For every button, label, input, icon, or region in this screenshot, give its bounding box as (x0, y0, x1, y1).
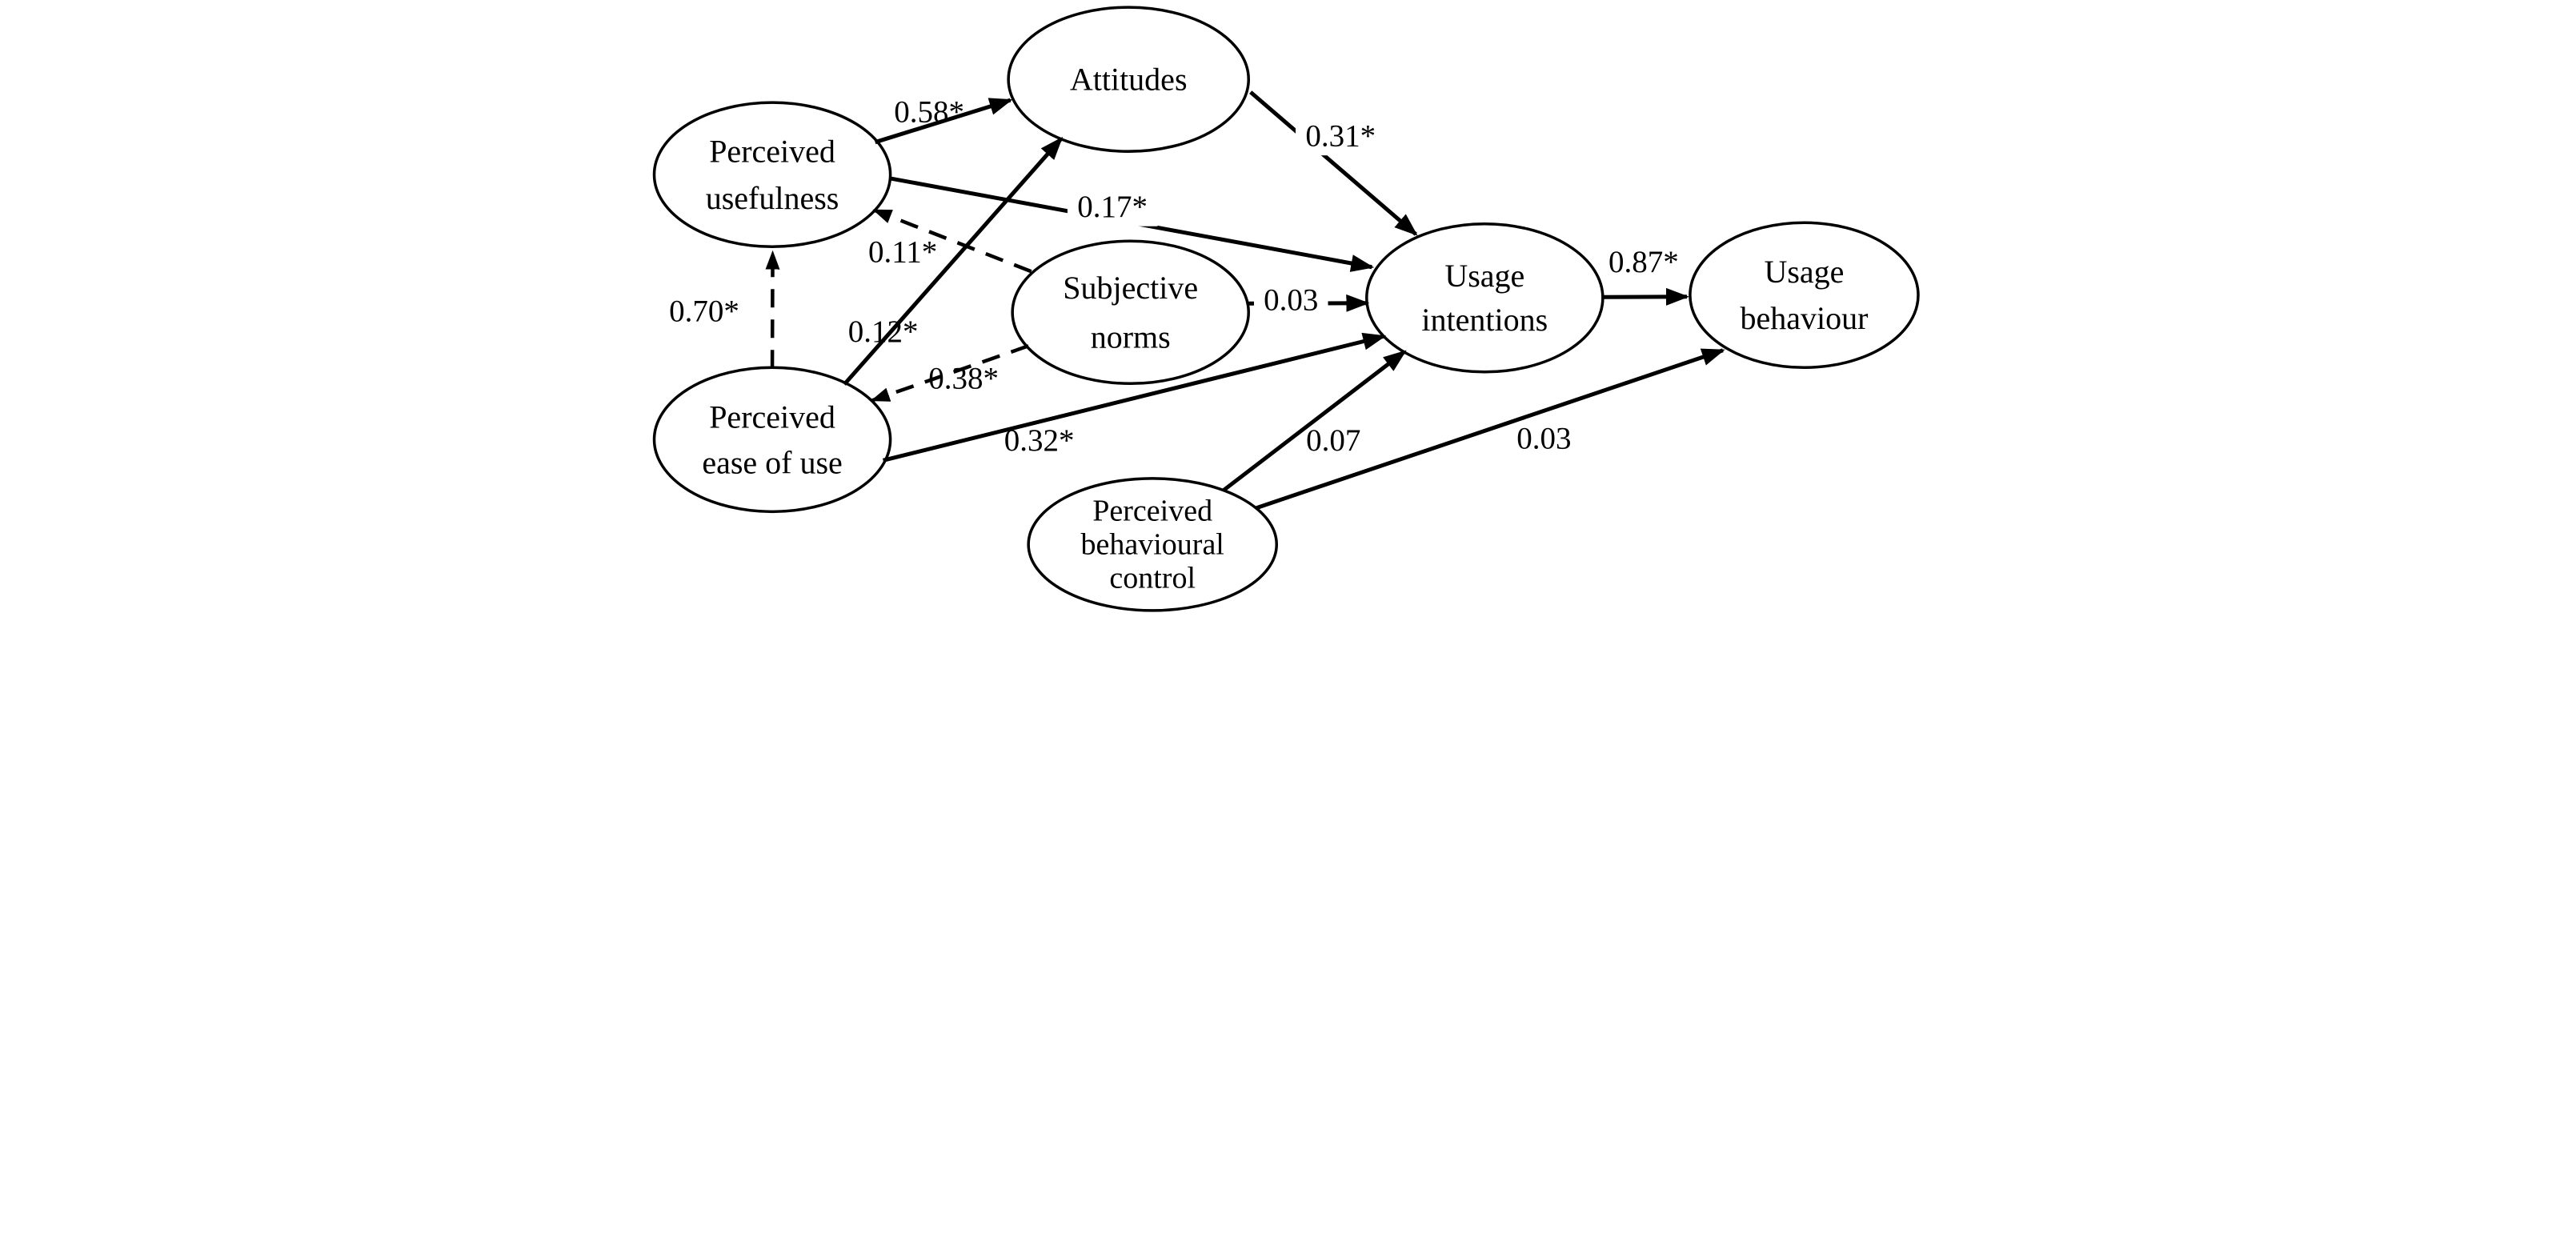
edge-coefficient-ui-to-ub: 0.87* (1608, 245, 1679, 279)
node-label-usage-behaviour: behaviour (1740, 300, 1868, 336)
node-label-usage-behaviour: Usage (1764, 254, 1844, 290)
edge-coefficient-sn-to-ui: 0.03 (1264, 283, 1318, 318)
tam-tpb-path-diagram-canvas: 0.70* 0.58* 0.12* 0.11* 0.38* 0.17* 0.31* 0.03 0… (652, 6, 1920, 612)
edge-line-sn-to-peou (870, 344, 1029, 403)
edge-labels-layer: 0.70* 0.58* 0.12* 0.11* 0.38* 0.17* 0.31* 0.03 0… (669, 95, 1679, 458)
node-label-subjective-norms: Subjective (1063, 270, 1198, 306)
edge-line-peou-to-pu (764, 250, 779, 369)
edge-line-pu-to-attitudes (874, 98, 1013, 145)
node-ellipse-perceived-usefulness (652, 101, 891, 248)
node-label-usage-intentions: intentions (1421, 302, 1548, 338)
edge-coefficient-sn-to-peou: 0.38* (928, 361, 999, 395)
edge-coefficient-sn-to-pu: 0.11* (867, 235, 936, 270)
edge-line-peou-to-attitudes (842, 136, 1063, 386)
edge-line-attitudes-to-ui (1248, 90, 1418, 236)
edge-coefficient-pbc-to-ub: 0.03 (1516, 421, 1571, 455)
edge-label-mask-sn-to-ui (1253, 281, 1328, 320)
edge-label-mask-pu-to-ui (1067, 187, 1157, 226)
edge-line-peou-to-ui (882, 332, 1386, 463)
edge-coefficient-peou-to-attitudes: 0.12* (847, 315, 918, 349)
edge-line-pbc-to-ui (1221, 350, 1407, 492)
node-label-perceived-ease-of-use: Perceived (709, 399, 835, 435)
edge-label-mask-attitudes-to-ui (1295, 117, 1386, 156)
edge-coefficient-pu-to-ui: 0.17* (1077, 190, 1148, 224)
edge-coefficient-peou-to-pu: 0.70* (669, 294, 739, 329)
node-label-perceived-ease-of-use: ease of use (702, 444, 842, 480)
node-label-perceived-behavioural-control: behavioural (1080, 527, 1224, 561)
node-label-perceived-behavioural-control: Perceived (1092, 494, 1212, 527)
node-shapes-layer (652, 6, 1920, 612)
node-label-subjective-norms: norms (1090, 319, 1170, 355)
edge-line-ui-to-ub (1602, 287, 1689, 306)
edge-line-pbc-to-ub (1255, 348, 1725, 511)
node-ellipse-usage-intentions (1364, 222, 1604, 374)
node-label-attitudes: Attitudes (1069, 62, 1187, 98)
path-diagram-figure: 0.70* 0.58* 0.12* 0.11* 0.38* 0.17* 0.31* 0.03 0… (643, 0, 1933, 623)
edge-coefficient-attitudes-to-ui: 0.31* (1305, 119, 1376, 154)
node-label-perceived-usefulness: Perceived (709, 133, 835, 169)
node-label-perceived-usefulness: usefulness (705, 180, 839, 216)
node-ellipse-perceived-ease-of-use (652, 366, 891, 514)
edge-coefficient-peou-to-ui: 0.32* (1004, 423, 1074, 458)
node-ellipse-usage-behaviour (1688, 221, 1920, 370)
node-ellipse-attitudes (1006, 6, 1250, 153)
node-ellipse-perceived-behavioural-control (1026, 477, 1278, 612)
edge-coefficient-pbc-to-ui: 0.07 (1306, 423, 1360, 458)
node-ellipse-subjective-norms (1010, 239, 1250, 386)
node-label-perceived-behavioural-control: control (1109, 561, 1196, 595)
edge-coefficient-pu-to-attitudes: 0.58* (894, 95, 964, 130)
node-label-usage-intentions: Usage (1444, 258, 1524, 294)
